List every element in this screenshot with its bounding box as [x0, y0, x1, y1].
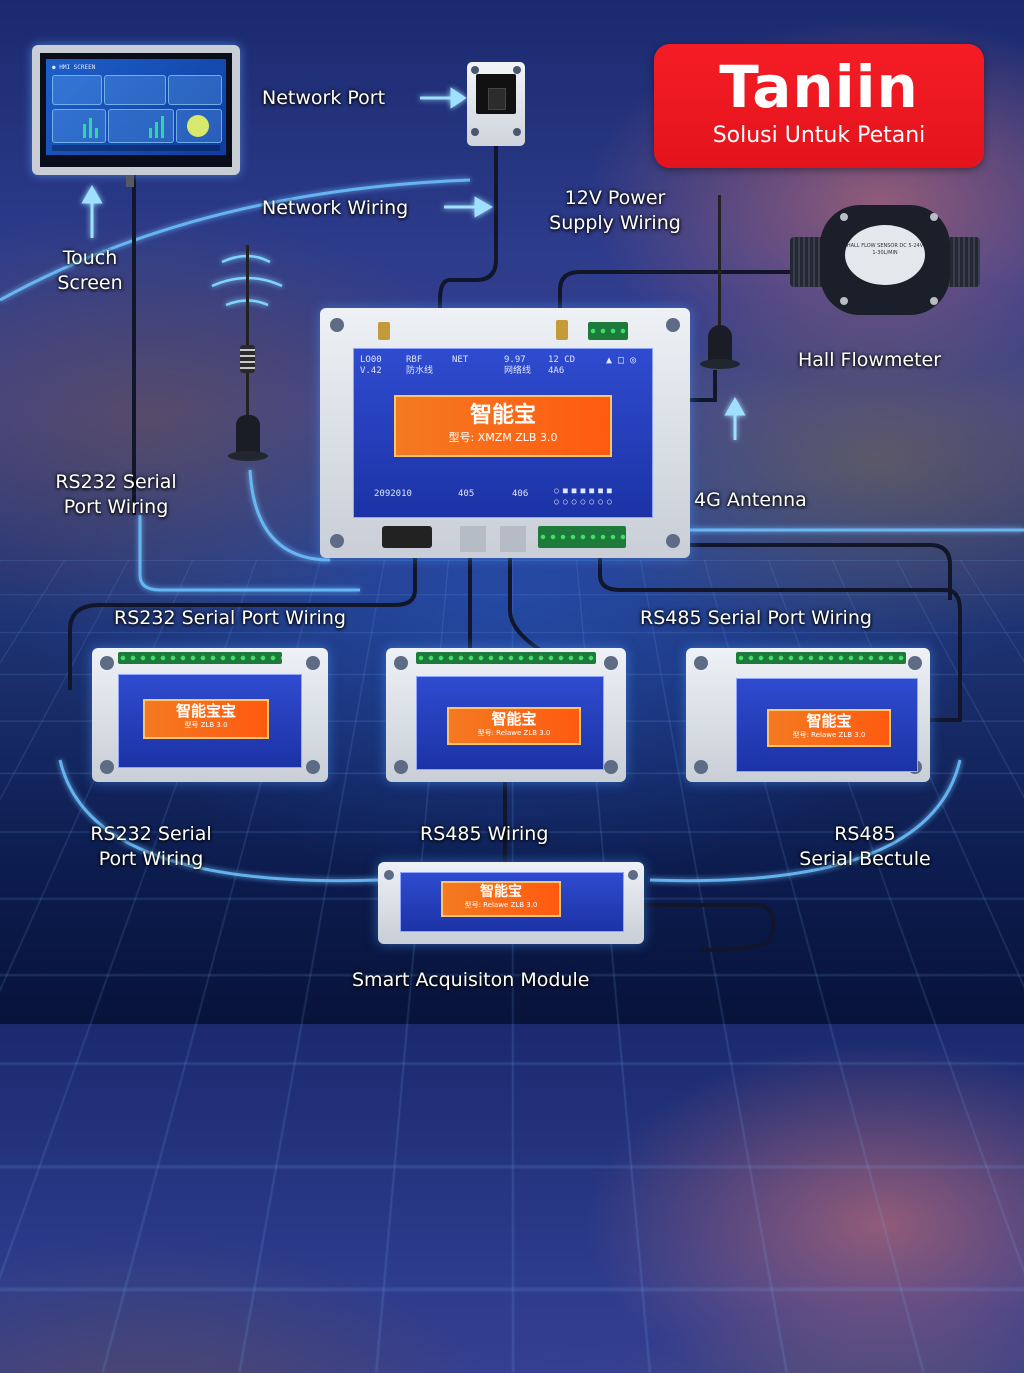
cable-rs485-mid-b — [508, 555, 542, 652]
wiring-diagram — [0, 87, 1024, 952]
rj45-jack-icon — [476, 74, 516, 114]
rs485-port-b — [500, 526, 526, 552]
antenna-left-icon — [228, 245, 268, 470]
cable-flowmeter-antenna — [690, 370, 717, 402]
screen-panel — [52, 75, 102, 105]
label-4g-antenna: 4G Antenna — [694, 489, 807, 511]
sub-module-rs485-center: 智能宝 型号: Relawe ZLB 3.0 — [386, 648, 626, 782]
brand-badge: Taniin Solusi Untuk Petani — [654, 44, 984, 168]
rs232-db9-port — [382, 526, 432, 548]
sub-module-rs485-right: 智能宝 型号: Relawe ZLB 3.0 — [686, 648, 930, 782]
hall-flowmeter-device: HALL FLOW SENSOR DC 5-24V 1-30L/MIN — [790, 205, 980, 315]
main-bottom-label-0: 2092010 — [374, 489, 412, 499]
label-touch-screen: Touch Screen — [57, 247, 123, 294]
main-display-title: 智能宝 — [469, 403, 536, 428]
smart-module-display: 智能宝 型号: Relawe ZLB 3.0 — [441, 881, 561, 917]
label-hall-flowmeter: Hall Flowmeter — [798, 349, 942, 371]
sub-display: 智能宝宝 型号 ZLB 3.0 — [143, 699, 269, 739]
main-top-label-2: NET — [452, 355, 469, 365]
sub-module-rs232: 智能宝宝 型号 ZLB 3.0 — [92, 648, 328, 782]
screen-chart-panel — [52, 109, 106, 143]
main-bottom-label-2: 406 — [512, 489, 529, 499]
touch-screen-header: ● HMI SCREEN — [52, 64, 96, 71]
antenna-4g-icon — [700, 195, 740, 380]
label-rs485-bectule: RS485 Serial Bectule — [799, 823, 931, 870]
label-rs232-bottom: RS232 Serial Port Wiring — [90, 823, 212, 870]
cable-rs232-main — [68, 555, 417, 690]
rs485-port-a — [460, 526, 486, 552]
screen-gauge-panel — [176, 109, 222, 143]
main-display-model: 型号: XMZM ZLB 3.0 — [448, 431, 558, 444]
touch-screen-device: ● HMI SCREEN — [32, 45, 240, 175]
cable-power — [558, 270, 790, 330]
network-port-device — [467, 62, 525, 146]
glow-wire-network — [0, 178, 471, 302]
cable-rs485-right-b — [690, 543, 952, 600]
label-rs232-left: RS232 Serial Port Wiring — [55, 471, 177, 518]
main-bottom-label-1: 405 — [458, 489, 475, 499]
label-rs485-wiring: RS485 Wiring — [420, 823, 549, 845]
glow-wire-left-loop — [248, 469, 331, 562]
smart-acquisition-module: 智能宝 型号: Relawe ZLB 3.0 — [378, 862, 644, 944]
io-terminal-block — [538, 526, 626, 548]
flowmeter-label: HALL FLOW SENSOR DC 5-24V 1-30L/MIN — [845, 225, 925, 285]
brand-title: Taniin — [719, 53, 919, 121]
screen-panel — [168, 75, 222, 105]
status-indicator-icons: ▲ □ ◎ — [606, 355, 637, 366]
label-rs485-mid: RS485 Serial Port Wiring — [640, 607, 872, 629]
sub-display: 智能宝 型号: Relawe ZLB 3.0 — [447, 707, 581, 745]
antenna-connector — [378, 322, 390, 340]
glow-wire-bottom-arc-right — [649, 759, 962, 883]
screen-chart-panel — [108, 109, 174, 143]
cable-smart-module — [640, 903, 776, 952]
glow-wire-rs232-left — [138, 515, 360, 592]
led-indicator-row: ○■■■■■■○○○○○○○ — [554, 486, 616, 506]
glow-wire-bottom-arc — [58, 759, 381, 883]
label-network-wiring: Network Wiring — [262, 197, 409, 219]
brand-subtitle: Solusi Untuk Petani — [712, 123, 926, 148]
main-display: 智能宝 型号: XMZM ZLB 3.0 — [394, 395, 612, 457]
label-power-supply: 12V Power Supply Wiring — [549, 187, 681, 234]
label-rs232-mid: RS232 Serial Port Wiring — [114, 607, 346, 629]
cable-network — [438, 146, 498, 330]
sub-display: 智能宝 型号: Relawe ZLB 3.0 — [767, 709, 891, 747]
screen-status-bar — [52, 145, 220, 151]
label-smart-acquisition-module: Smart Acquisiton Module — [352, 969, 590, 991]
touch-screen-ui: ● HMI SCREEN — [46, 59, 226, 155]
power-terminal-block — [588, 322, 628, 340]
screen-panel — [104, 75, 166, 105]
cable-rs485-right — [598, 555, 962, 722]
touch-screen-stand — [126, 175, 134, 187]
antenna-connector — [556, 320, 568, 340]
label-network-port: Network Port — [262, 87, 386, 109]
